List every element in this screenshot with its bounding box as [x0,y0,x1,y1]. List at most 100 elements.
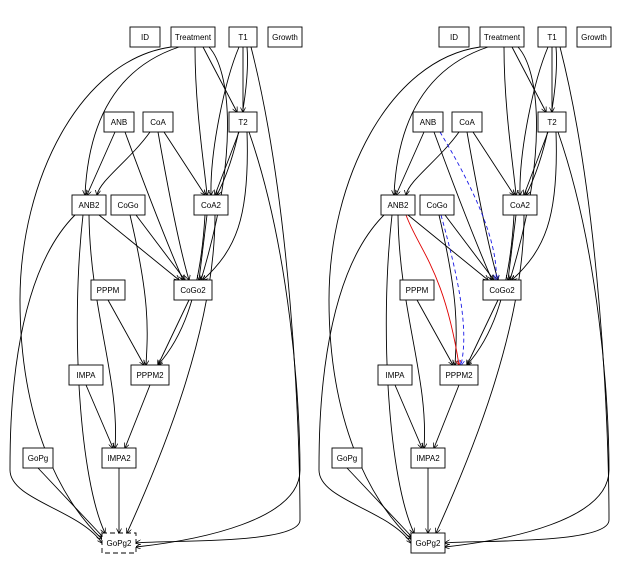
node-label: GoPg2 [107,539,132,548]
node-gopg2: GoPg2 [101,532,137,554]
edge-CoA2-GoPg2 [127,214,216,533]
node-impa2: IMPA2 [410,447,446,469]
node-anb: ANB [103,111,135,133]
node-gopg: GoPg [331,447,363,469]
node-box [22,447,54,469]
node-label: Growth [581,33,607,42]
node-t1: T1 [228,26,258,48]
node-id: ID [438,26,470,48]
node-label: GoPg2 [416,539,441,548]
node-label: PPPM [406,286,429,295]
node-box [451,111,483,133]
edge-CoA-ANB2 [406,131,460,195]
edge-CoA2-PPPM2 [158,214,206,365]
edge-ANB-ANB2 [396,131,425,195]
node-box [331,447,363,469]
node-label: GoPg [337,454,357,463]
edge-CoA2-PPPM2 [467,214,515,365]
edge-Treatment-CoGo2 [510,46,537,280]
edge-ANB2-GoPg2 [9,214,102,543]
edge-ANB-ANB2 [87,131,116,195]
node-box [193,194,229,216]
edge-Treatment-ANB2 [394,46,489,195]
node-box [129,26,161,48]
node-label: ANB2 [388,201,409,210]
node-impa: IMPA [377,364,413,386]
node-box [228,26,258,48]
edge-ANB2-GoPg2 [385,214,414,533]
node-box [438,26,470,48]
node-anb2: ANB2 [71,194,107,216]
node-pppm2: PPPM2 [130,364,170,386]
node-label: GoPg [28,454,48,463]
node-label: IMPA2 [416,454,440,463]
edge-T2-CoGo2 [512,131,557,280]
edge-PPPM2-IMPA2 [125,384,151,448]
node-box [412,111,444,133]
node-label: T2 [238,118,248,127]
node-box [142,111,174,133]
node-label: Treatment [484,33,521,42]
edge-CoGo2-PPPM2 [158,299,190,365]
edge-PPPM-PPPM2 [107,299,144,365]
edge-ANB-CoGo2 [124,131,183,280]
edge-T2-CoGo2 [203,131,248,280]
node-label: CoGo [427,201,448,210]
edge-T2-GoPg2 [445,131,610,547]
node-box [537,111,567,133]
node-label: PPPM2 [445,371,473,380]
node-box [479,26,525,48]
node-coa2: CoA2 [193,194,229,216]
node-label: Treatment [175,33,212,42]
edge-GoPg-GoPg2 [346,467,412,537]
node-coa2: CoA2 [502,194,538,216]
node-anb: ANB [412,111,444,133]
edge-ANB2-IMPA2 [88,214,116,448]
node-label: T1 [238,33,248,42]
node-impa2: IMPA2 [101,447,137,469]
edge-ANB2-PPPM2 [405,214,459,365]
node-label: CoGo2 [489,286,515,295]
edge-GoPg-GoPg2 [37,467,103,537]
edge-T1-CoA2 [211,46,240,195]
node-label: ID [141,33,149,42]
edge-PPPM2-IMPA2 [434,384,460,448]
node-label: T2 [547,118,557,127]
edge-CoGo-PPPM2 [440,214,464,365]
node-gopg2: GoPg2 [410,532,446,554]
node-treatment: Treatment [479,26,525,48]
node-box [482,279,522,301]
node-label: ANB [111,118,127,127]
node-growth: Growth [267,26,303,48]
edge-T1-GoPg2 [445,46,610,543]
edge-CoA-CoGo2 [157,131,189,280]
node-box [71,194,107,216]
node-box [103,111,135,133]
edge-T2-CoA2 [215,131,240,195]
edge-Treatment-GoPg2 [328,46,481,539]
node-label: ANB2 [79,201,100,210]
node-id: ID [129,26,161,48]
node-label: CoA2 [510,201,531,210]
node-cogo2: CoGo2 [173,279,213,301]
edge-Treatment-CoA2 [503,46,516,195]
edge-IMPA-IMPA2 [394,384,422,448]
node-box [101,447,137,469]
edge-CoA-ANB2 [97,131,151,195]
edge-IMPA-IMPA2 [85,384,113,448]
edge-ANB-CoGo2 [433,131,492,280]
edge-CoA-CoGo2 [466,131,498,280]
node-box [130,364,170,386]
node-cogo: CoGo [419,194,455,216]
node-cogo2: CoGo2 [482,279,522,301]
node-box [68,364,104,386]
node-impa: IMPA [68,364,104,386]
edge-CoA2-CoGo2 [508,214,517,280]
node-box [170,26,216,48]
node-label: CoA2 [201,201,222,210]
node-t2: T2 [537,111,567,133]
node-box [502,194,538,216]
edge-T2-CoA2 [524,131,549,195]
node-box [173,279,213,301]
edge-PPPM-PPPM2 [416,299,453,365]
